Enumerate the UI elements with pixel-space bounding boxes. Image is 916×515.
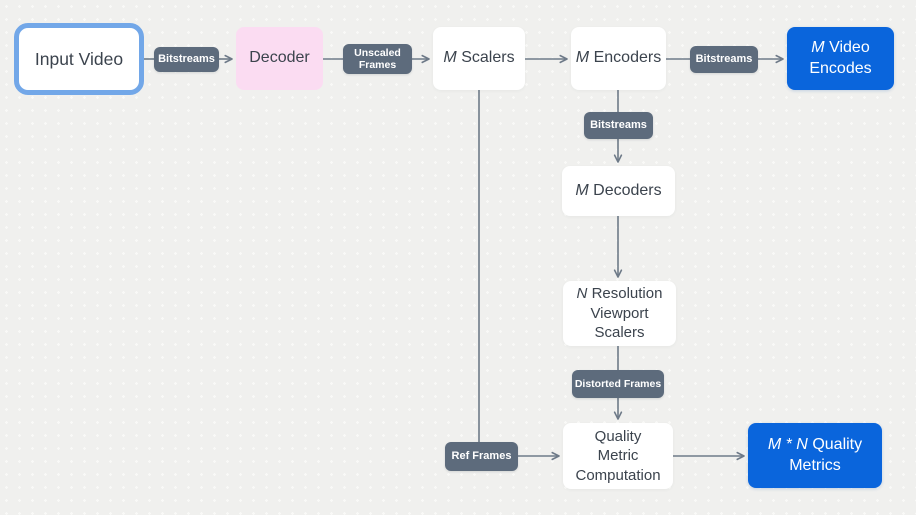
edge-label-unscaled-frames: Unscaled Frames (343, 44, 412, 74)
variable-m: M (443, 49, 457, 67)
edge-label-ref-frames: Ref Frames (445, 442, 518, 471)
edge-label-bitstreams-1: Bitstreams (154, 47, 219, 72)
edge-label-bitstreams-3: Bitstreams (584, 112, 653, 139)
variable-m: M (575, 181, 589, 199)
variable-m: M (811, 38, 825, 56)
edge-label-bitstreams-2: Bitstreams (690, 46, 758, 73)
variable-n: N (576, 285, 588, 303)
node-decoder: Decoder (236, 27, 323, 90)
edge-label-distorted-frames: Distorted Frames (572, 370, 664, 398)
variable-m-times-n: M * N (767, 435, 808, 453)
node-input-video: Input Video (14, 23, 144, 95)
node-quality-metric-computation: Quality Metric Computation (563, 423, 673, 489)
variable-m: M (575, 49, 590, 67)
